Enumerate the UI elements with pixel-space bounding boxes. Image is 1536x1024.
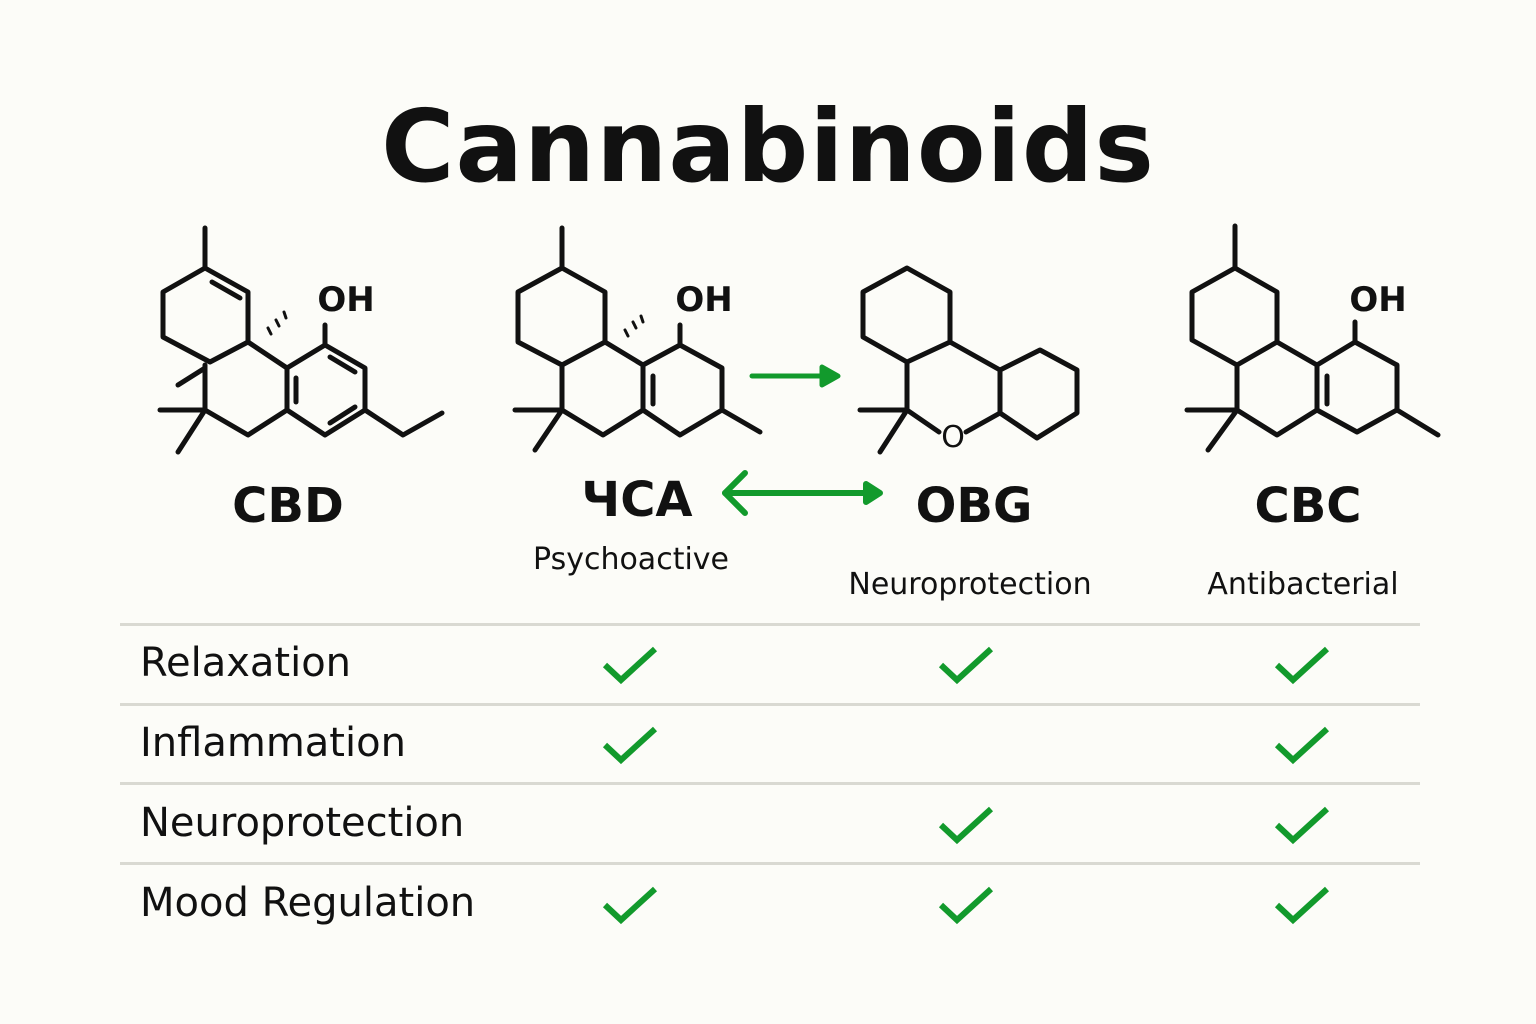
compound-name-obg: OBG — [915, 478, 1033, 534]
check-icon — [1274, 886, 1330, 925]
check-icon — [938, 886, 994, 925]
compound-name-cbd: CBD — [232, 478, 344, 534]
check-icon — [602, 886, 658, 925]
page-title: Cannabinoids — [381, 88, 1155, 205]
check-icon — [602, 646, 658, 685]
compound-name-hca: ЧCA — [581, 472, 693, 528]
divider — [120, 782, 1420, 785]
compound-effect-obg: Neuroprotection — [848, 567, 1092, 602]
compound-name-cbc: CBC — [1254, 478, 1362, 534]
cbd-structure — [157, 225, 445, 455]
compound-effect-hca: Psychoactive — [533, 542, 729, 577]
hca-oh-label: OH — [675, 280, 733, 320]
double-arrow-icon — [722, 470, 883, 516]
divider — [120, 862, 1420, 865]
compound-effect-cbc: Antibacterial — [1207, 567, 1399, 602]
cbc-structure — [1184, 223, 1441, 453]
arrow-right-icon — [749, 364, 841, 388]
check-icon — [1274, 726, 1330, 765]
row-label: Mood Regulation — [140, 880, 476, 926]
divider — [120, 703, 1420, 706]
row-label: Relaxation — [140, 640, 352, 686]
molecule-structures — [157, 223, 1441, 516]
check-icon — [1274, 806, 1330, 845]
check-icon — [1274, 646, 1330, 685]
cbd-oh-label: OH — [317, 280, 375, 320]
cbc-oh-label: OH — [1349, 280, 1407, 320]
divider — [120, 623, 1420, 626]
obg-o-label: O — [941, 420, 965, 455]
row-label: Neuroprotection — [140, 800, 465, 846]
obg-structure — [857, 265, 1080, 455]
row-label: Inflammation — [140, 720, 406, 766]
check-icon — [938, 646, 994, 685]
check-icon — [602, 726, 658, 765]
check-icon — [938, 806, 994, 845]
hca-structure — [512, 225, 763, 453]
